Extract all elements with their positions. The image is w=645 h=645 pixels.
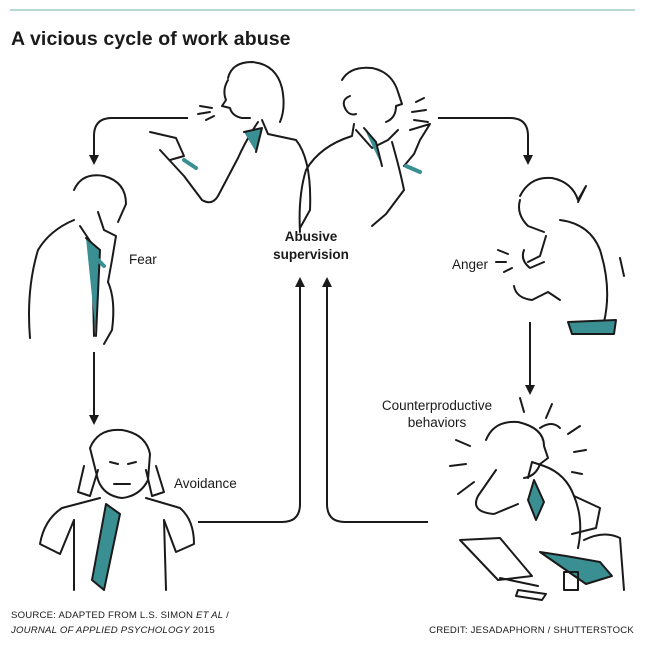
source-note: SOURCE: ADAPTED FROM L.S. SIMON ET AL / … (11, 608, 229, 638)
diagram-title: A vicious cycle of work abuse (11, 28, 291, 50)
credit-note: CREDIT: JESADAPHORN / SHUTTERSTOCK (429, 625, 634, 636)
source-etal: ET AL (195, 610, 224, 621)
avoidance-illustration (39, 428, 195, 591)
fear-label: Fear (129, 252, 157, 267)
counterproductive-behaviors-label: Counterproductive behaviors (372, 397, 502, 431)
arrow-to-fear (89, 117, 188, 165)
abusive-supervision-label: Abusive supervision (256, 228, 366, 264)
abusive-supervision-line2: supervision (273, 247, 349, 262)
cycle-arrows (89, 117, 535, 523)
anger-illustration (495, 176, 625, 335)
arrow-counterproductive-to-center (322, 277, 428, 523)
anger-label: Anger (452, 257, 489, 272)
avoidance-label: Avoidance (174, 476, 237, 491)
top-rule (10, 9, 635, 11)
counterproductive-line2: behaviors (407, 415, 467, 430)
source-year: 2015 (189, 625, 215, 636)
counterproductive-line1: Counterproductive (381, 398, 493, 413)
abusive-supervision-line1: Abusive (284, 229, 338, 244)
counterproductive-illustration (449, 397, 625, 601)
arrow-avoidance-to-center (198, 277, 305, 523)
source-slash: / (223, 610, 230, 621)
source-line1: SOURCE: ADAPTED FROM L.S. SIMON ET AL / (11, 608, 229, 623)
fear-illustration (28, 174, 127, 345)
supervisors-illustration (149, 61, 431, 233)
source-prefix: SOURCE: ADAPTED FROM L.S. SIMON (11, 610, 196, 621)
arrow-to-anger (438, 117, 533, 165)
source-journal: JOURNAL OF APPLIED PSYCHOLOGY (11, 625, 190, 636)
source-line2: JOURNAL OF APPLIED PSYCHOLOGY 2015 (11, 623, 229, 638)
